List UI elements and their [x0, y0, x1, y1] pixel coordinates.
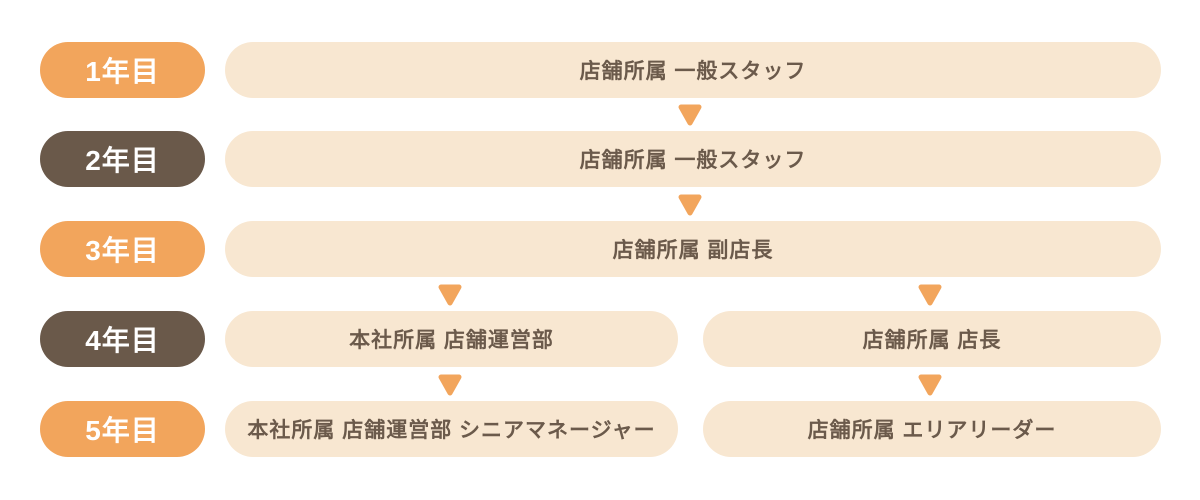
down-arrow-icon: [677, 102, 703, 128]
year-pill-3: 3年目: [40, 221, 205, 277]
year-row-4: 4年目 本社所属 店舗運営部 店舗所属 店長: [0, 311, 1200, 367]
year-row-5: 5年目 本社所属 店舗運営部 シニアマネージャー 店舗所属 エリアリーダー: [0, 401, 1200, 457]
position-bar-year5-store: 店舗所属 エリアリーダー: [703, 401, 1161, 457]
position-bar-year4-headoffice: 本社所属 店舗運営部: [225, 311, 678, 367]
year-pill-2: 2年目: [40, 131, 205, 187]
position-bar-year2: 店舗所属 一般スタッフ: [225, 131, 1161, 187]
position-bar-year3: 店舗所属 副店長: [225, 221, 1161, 277]
down-arrow-icon: [917, 372, 943, 398]
position-bar-year4-store: 店舗所属 店長: [703, 311, 1161, 367]
year-pill-1: 1年目: [40, 42, 205, 98]
year-pill-5: 5年目: [40, 401, 205, 457]
year-row-2: 2年目 店舗所属 一般スタッフ: [0, 131, 1200, 187]
year-row-1: 1年目 店舗所属 一般スタッフ: [0, 42, 1200, 98]
down-arrow-icon: [677, 192, 703, 218]
year-row-3: 3年目 店舗所属 副店長: [0, 221, 1200, 277]
down-arrow-icon: [917, 282, 943, 308]
down-arrow-icon: [437, 372, 463, 398]
down-arrow-icon: [437, 282, 463, 308]
position-bar-year5-headoffice: 本社所属 店舗運営部 シニアマネージャー: [225, 401, 678, 457]
year-pill-4: 4年目: [40, 311, 205, 367]
position-bar-year1: 店舗所属 一般スタッフ: [225, 42, 1161, 98]
